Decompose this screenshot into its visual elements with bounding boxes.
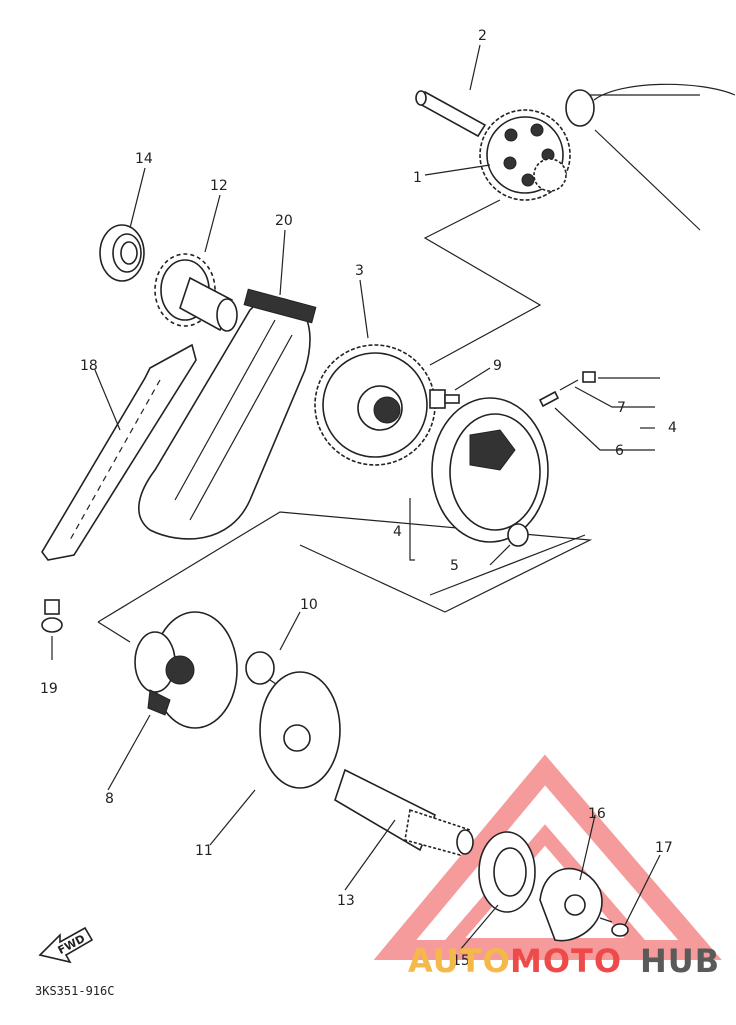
part-2-pin: [415, 90, 487, 138]
part-13-shaft: [334, 768, 474, 856]
part-11-plate: [259, 671, 341, 789]
label-11: 11: [195, 843, 213, 859]
watermark-logo: [373, 754, 722, 960]
label-13: 13: [337, 893, 355, 909]
label-10: 10: [300, 597, 318, 613]
label-8: 8: [105, 791, 114, 807]
part-10-roller: [245, 651, 286, 691]
label-4b: 4: [393, 524, 402, 540]
label-17: 17: [655, 840, 673, 856]
part-17-screw: [599, 917, 629, 937]
label-15: 15: [452, 953, 470, 969]
part-3-gear: [314, 344, 436, 466]
label-3: 3: [355, 263, 364, 279]
watermark-hub: HUB: [640, 942, 720, 980]
watermark-moto: MOTO: [510, 942, 622, 980]
label-1: 1: [413, 170, 422, 186]
part-9-bolt: [429, 389, 460, 409]
part-14-bearing: [99, 224, 145, 282]
part-12-sprocket: [154, 253, 238, 332]
part-20-chain: [138, 288, 317, 540]
label-7: 7: [617, 400, 626, 416]
part-labels: 2 1 14 12 20 3 18 9 7 4 6 4 5 10 19 8 16…: [40, 28, 677, 969]
part-7-cap: [582, 371, 596, 383]
leader-lines: [51, 44, 661, 951]
label-16: 16: [588, 806, 606, 822]
part-6-spring: [538, 379, 579, 408]
label-19: 19: [40, 681, 58, 697]
part-5-roller: [507, 523, 529, 547]
label-2: 2: [478, 28, 487, 44]
crankcase-housing: [565, 83, 736, 231]
drawing-code: 3KS351-916C: [35, 984, 114, 998]
label-12: 12: [210, 178, 228, 194]
label-6: 6: [615, 443, 624, 459]
fwd-arrow-icon: FWD: [38, 926, 94, 964]
label-5: 5: [450, 558, 459, 574]
part-19-bolt: [41, 599, 63, 633]
part-16-plate: [539, 867, 603, 942]
watermark-auto: AUTO: [408, 942, 511, 980]
part-18-chain-guide: [41, 343, 197, 561]
part-15-seal: [478, 831, 536, 913]
part-4-clutch-housing: [431, 397, 549, 543]
label-9: 9: [493, 358, 502, 374]
part-1-gear: [479, 109, 571, 201]
assembly-lines: [97, 199, 593, 643]
label-18: 18: [80, 358, 98, 374]
label-20: 20: [275, 213, 293, 229]
watermark-text: AUTO MOTO HUB: [408, 942, 720, 980]
part-8-clutch-cover: [134, 611, 238, 729]
label-14: 14: [135, 151, 153, 167]
label-4a: 4: [668, 420, 677, 436]
